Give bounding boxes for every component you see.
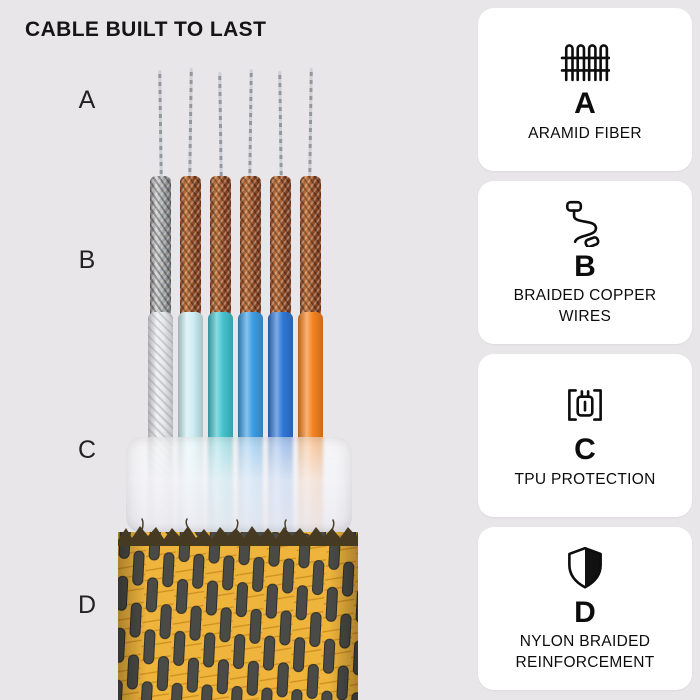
braided-cable-icon <box>560 197 610 247</box>
card-letter: A <box>574 87 596 121</box>
card-label: ARAMID FIBER <box>528 124 642 142</box>
card-label: NYLON BRAIDED REINFORCEMENT <box>515 633 655 672</box>
card-aramid-fiber: A ARAMID FIBER <box>478 8 692 171</box>
diagram-label-a: A <box>78 86 96 114</box>
card-label: BRAIDED COPPER WIRES <box>513 287 657 326</box>
frayed-edge <box>118 526 358 546</box>
card-nylon-braided: D NYLON BRAIDED REINFORCEMENT <box>478 527 692 690</box>
info-cards: A ARAMID FIBER B BRAIDED COPPER WIRES <box>478 8 692 690</box>
card-tpu-protection: C TPU PROTECTION <box>478 354 692 517</box>
card-label: TPU PROTECTION <box>514 470 656 488</box>
page-title: CABLE BUILT TO LAST <box>25 18 267 41</box>
shield-icon <box>560 543 610 593</box>
fence-icon <box>560 34 610 84</box>
card-braided-copper: B BRAIDED COPPER WIRES <box>478 181 692 344</box>
nylon-sleeve <box>118 518 358 700</box>
card-letter: C <box>574 433 596 467</box>
connector-brackets-icon <box>560 380 610 430</box>
card-letter: B <box>574 249 596 283</box>
tpu-block <box>126 437 352 533</box>
diagram-label-b: B <box>78 246 96 274</box>
diagram-label-d: D <box>77 591 97 619</box>
card-letter: D <box>574 595 596 629</box>
diagram-label-c: C <box>77 436 97 464</box>
